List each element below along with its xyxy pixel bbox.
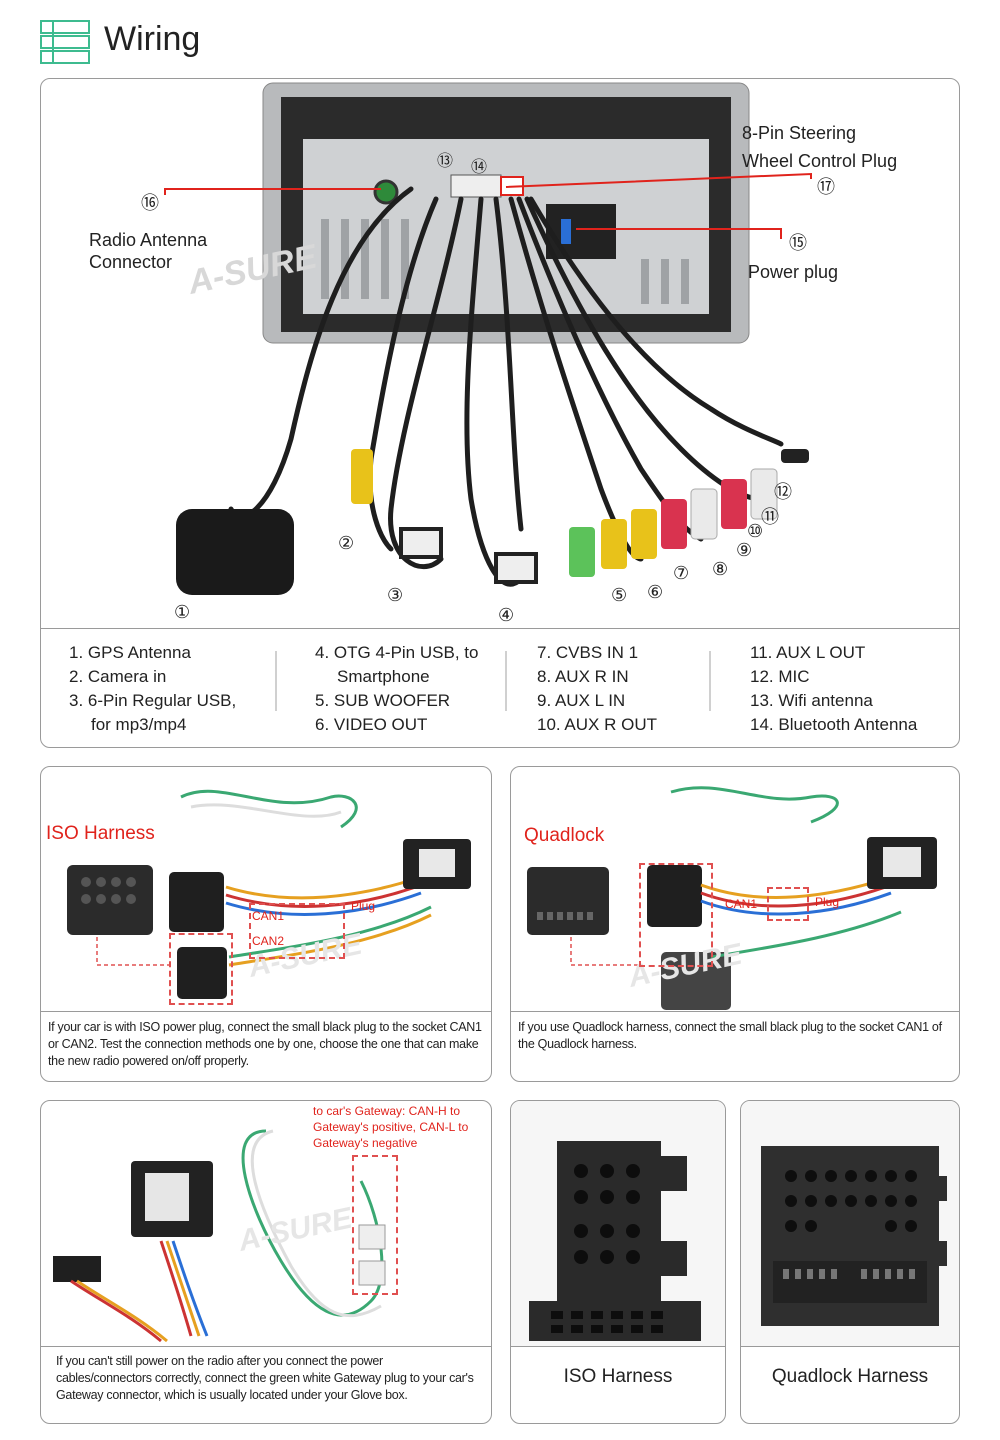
quadlock-panel: A-SURE Quadlock CAN1 Plug If you use Qua… [510,766,960,1082]
iso-connector-label: ISO Harness [563,1366,673,1387]
gateway-box-photo: A-SURE [53,1129,386,1343]
radio-antenna-line2: Connector [89,252,173,272]
callout-10: ⑩ [747,521,764,541]
callout-17-number: ⑰ [817,177,835,197]
iso-connector-caption-divider [511,1346,725,1347]
iso-can-box [169,933,233,1005]
callout-1: ① [174,602,191,622]
legend-item: Smartphone [337,667,430,686]
quadlock-connector-caption-divider [741,1346,959,1347]
legend-separator [275,651,277,711]
callout-9: ⑨ [736,540,753,560]
legend-item: 6. VIDEO OUT [315,715,428,734]
legend-item: 5. SUB WOOFER [315,691,451,710]
gateway-caption-divider [41,1346,491,1347]
iso-can-region [249,903,345,959]
legend-item: 13. Wifi antenna [750,691,873,710]
legend-item: 2. Camera in [69,667,167,686]
callout-4: ④ [498,605,515,625]
legend-col-4: 11. AUX L OUT 12. MIC 13. Wifi antenna 1… [750,641,917,737]
head-unit-photo: A-SURE [164,82,812,595]
legend-item: 1. GPS Antenna [69,643,191,662]
radio-antenna-line1: Radio Antenna [89,230,208,250]
callout-16-number: ⑯ [141,193,159,213]
header: Wiring [40,18,960,68]
iso-caption-divider [41,1011,491,1012]
quadlock-connector-panel: Quadlock Harness [740,1100,960,1424]
iso-harness-panel: A-SURE ISO Harness CAN1 CAN2 Plug If you… [40,766,492,1082]
callout-5: ⑤ [611,585,628,605]
legend-item: 4. OTG 4-Pin USB, to [315,643,479,662]
callout-7: ⑦ [673,563,690,583]
legend-divider [41,628,959,629]
callout-13-number: ⑬ [437,153,454,170]
quadlock-connector-photo [741,1101,959,1346]
quadlock-connector-label: Quadlock Harness [771,1366,929,1387]
iso-harness-photo: A-SURE [67,789,471,999]
quadlock-harness-photo: A-SURE [527,786,937,1010]
quadlock-plug-box [767,887,809,921]
iso-can1-label: CAN1 [252,909,285,923]
callout-3: ③ [387,585,404,605]
quadlock-can1-label: CAN1 [725,897,758,911]
callout-8: ⑧ [712,559,729,579]
svg-text:A-SURE: A-SURE [235,1201,356,1258]
legend-item: 10. AUX R OUT [537,715,657,734]
legend-item: 8. AUX R IN [537,667,629,686]
legend-item: 9. AUX L IN [537,691,626,710]
quadlock-panel-title: Quadlock [524,825,605,846]
steering-line1: 8-Pin Steering [742,123,857,143]
steering-label: 8-Pin Steering Wheel Control Plug [742,119,897,175]
callout-14-number: ⑭ [471,159,488,176]
power-plug-label: Power plug [748,262,839,282]
legend-item: 11. AUX L OUT [750,643,866,662]
iso-connector-panel: ISO Harness [510,1100,726,1424]
legend-item: 12. MIC [750,667,810,686]
iso-panel-title: ISO Harness [46,823,155,844]
legend-separator [709,651,711,711]
legend-col-1: 1. GPS Antenna 2. Camera in 3. 6-Pin Reg… [69,641,236,737]
steering-line2: Wheel Control Plug [742,151,898,171]
legend-separator [505,651,507,711]
legend-col-3: 7. CVBS IN 1 8. AUX R IN 9. AUX L IN 10.… [537,641,657,737]
gateway-panel: A-SURE to car's Gateway: CAN-H to Gatewa… [40,1100,492,1424]
legend-item: for mp3/mp4 [91,715,187,734]
legend-col-2: 4. OTG 4-Pin USB, to Smartphone 5. SUB W… [315,641,478,737]
gateway-plug-box [352,1155,398,1295]
iso-plug-label: Plug [351,899,376,913]
gateway-note: to car's Gateway: CAN-H to Gateway's pos… [313,1104,469,1150]
iso-caption: If your car is with ISO power plug, conn… [48,1020,482,1068]
iso-connector-photo [511,1101,725,1346]
page-title: Wiring [104,20,201,58]
callout-2: ② [338,533,355,553]
legend-item: 14. Bluetooth Antenna [750,715,918,734]
quadlock-plug-label: Plug [815,895,840,909]
iso-can2-label: CAN2 [252,934,285,948]
callout-11: ⑪ [761,507,779,527]
callout-12: ⑫ [774,482,792,502]
main-wiring-panel: A-SURE ⑯ Radio Antenna Connector ⑬ ⑭ 8-P… [40,78,960,748]
quadlock-can-box [639,863,713,967]
quadlock-caption-divider [511,1011,959,1012]
callout-15-number: ⑮ [789,233,807,253]
list-icon [40,20,90,64]
quadlock-caption: If you use Quadlock harness, connect the… [518,1020,942,1051]
callout-6: ⑥ [647,582,664,602]
legend-item: 7. CVBS IN 1 [537,643,639,662]
legend-item: 3. 6-Pin Regular USB, [69,691,237,710]
radio-antenna-label: Radio Antenna Connector [89,229,207,273]
gateway-caption: If you can't still power on the radio af… [56,1354,474,1402]
